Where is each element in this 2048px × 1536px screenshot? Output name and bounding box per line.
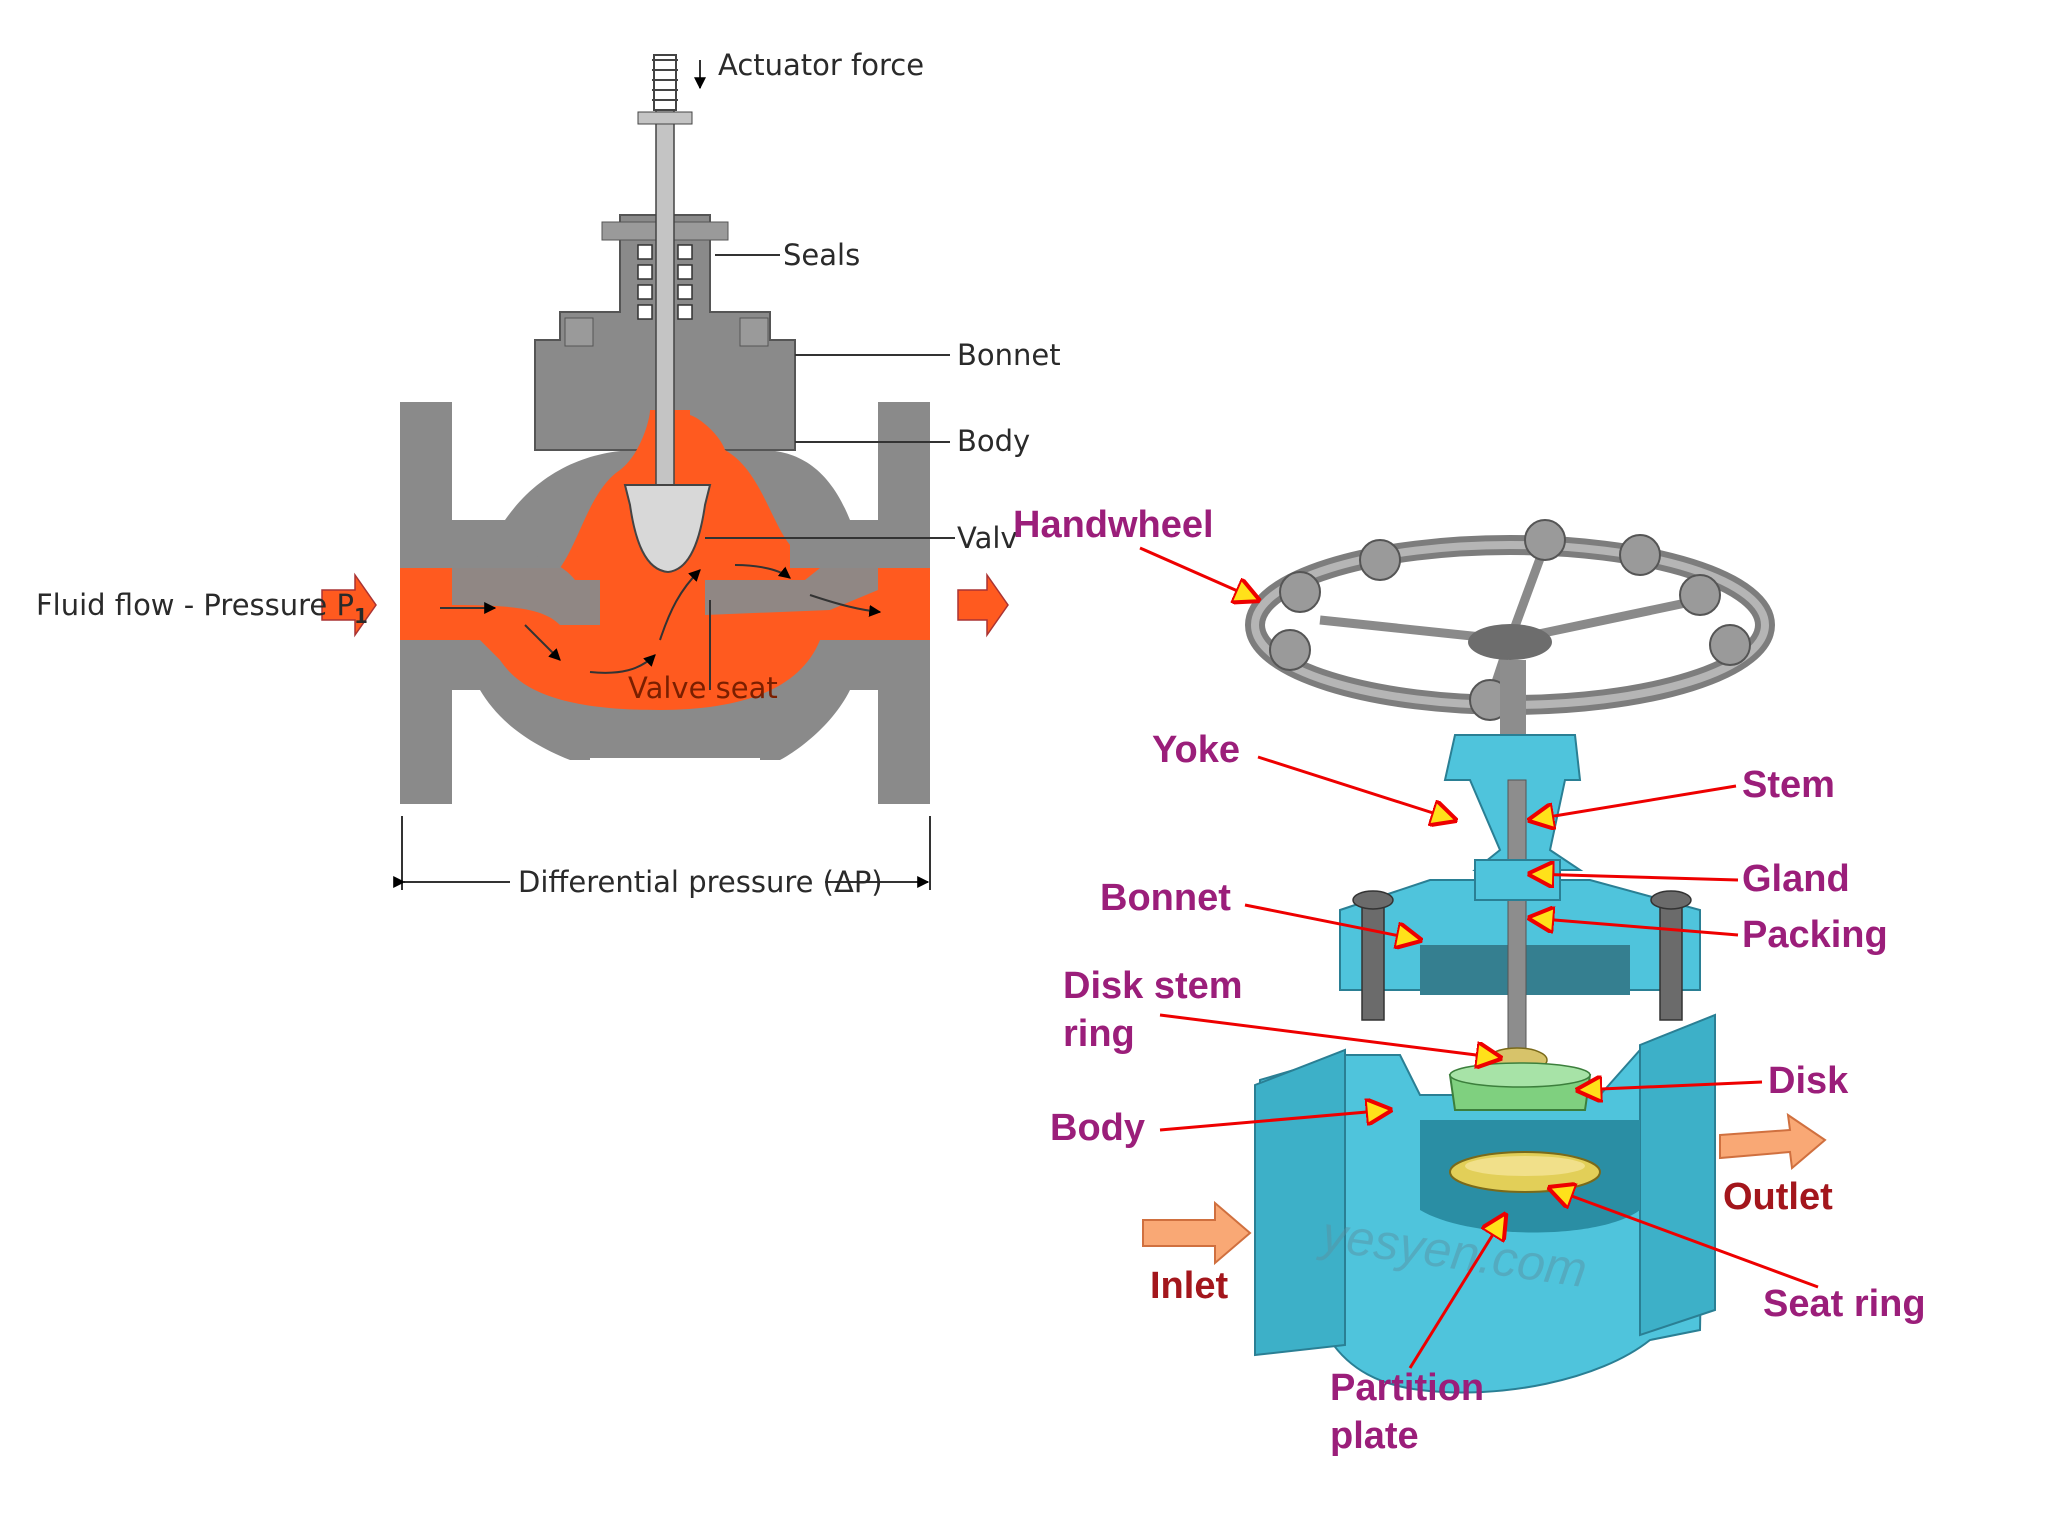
- label-disk-stem-ring-line2: ring: [1063, 1013, 1135, 1055]
- valve-stem: [655, 109, 675, 486]
- seals-stack: [637, 244, 693, 320]
- partition-wall-right: [705, 560, 878, 615]
- label-seat-ring: Seat ring: [1763, 1283, 1926, 1325]
- outlet-flow-arrow: [957, 572, 1009, 638]
- label-yoke: Yoke: [1152, 729, 1240, 771]
- label-stem: Stem: [1742, 764, 1835, 806]
- control-valve-cross-section: Actuator force Seals Bonnet Body Valv Va…: [36, 48, 1061, 899]
- label-disk-stem-ring-line1: Disk stem: [1063, 965, 1243, 1007]
- label-actuator-force: Actuator force: [718, 48, 924, 82]
- label-differential-pressure: Differential pressure (ΔP): [518, 865, 883, 899]
- label-gland: Gland: [1742, 858, 1850, 900]
- outlet-flange: [1639, 1013, 1716, 1337]
- gland: [1474, 859, 1561, 901]
- bonnet-bolt-right: [739, 317, 769, 347]
- upper-stem: [1500, 660, 1526, 740]
- internal-flow-arrows: [440, 564, 882, 674]
- label-partition-plate-line1: Partition: [1330, 1367, 1484, 1409]
- globe-valve-cutaway: yesyen.com Handwheel Yoke Stem Gland Bon…: [1013, 504, 1926, 1457]
- label-valve-seat: Valve seat: [628, 671, 778, 705]
- inlet-flange: [1254, 1048, 1346, 1357]
- stem-nut: [637, 111, 693, 125]
- label-valve: Valv: [957, 521, 1018, 555]
- label-bonnet: Bonnet: [1100, 877, 1231, 919]
- valve-plug: [623, 484, 712, 574]
- label-disk: Disk: [1768, 1060, 1849, 1102]
- label-handwheel: Handwheel: [1013, 504, 1214, 546]
- leader-lines: [1139, 546, 1819, 1369]
- label-fluid-flow: Fluid flow - Pressure P1: [36, 588, 368, 628]
- inlet-flow-arrow: [321, 572, 377, 638]
- main-stem: [1507, 779, 1527, 1056]
- label-bonnet-left: Bonnet: [957, 338, 1061, 372]
- handwheel: [1245, 519, 1775, 721]
- inlet-arrow: [1142, 1200, 1252, 1266]
- bonnet-bolt-left: [564, 317, 594, 347]
- label-inlet: Inlet: [1150, 1265, 1228, 1307]
- label-body-left: Body: [957, 424, 1030, 458]
- label-seals: Seals: [783, 238, 860, 272]
- outlet-arrow: [1719, 1112, 1827, 1170]
- stem-threads: [652, 59, 678, 101]
- label-partition-plate-line2: plate: [1330, 1415, 1419, 1457]
- label-outlet: Outlet: [1723, 1176, 1833, 1218]
- label-body: Body: [1050, 1107, 1145, 1149]
- label-packing: Packing: [1742, 914, 1888, 956]
